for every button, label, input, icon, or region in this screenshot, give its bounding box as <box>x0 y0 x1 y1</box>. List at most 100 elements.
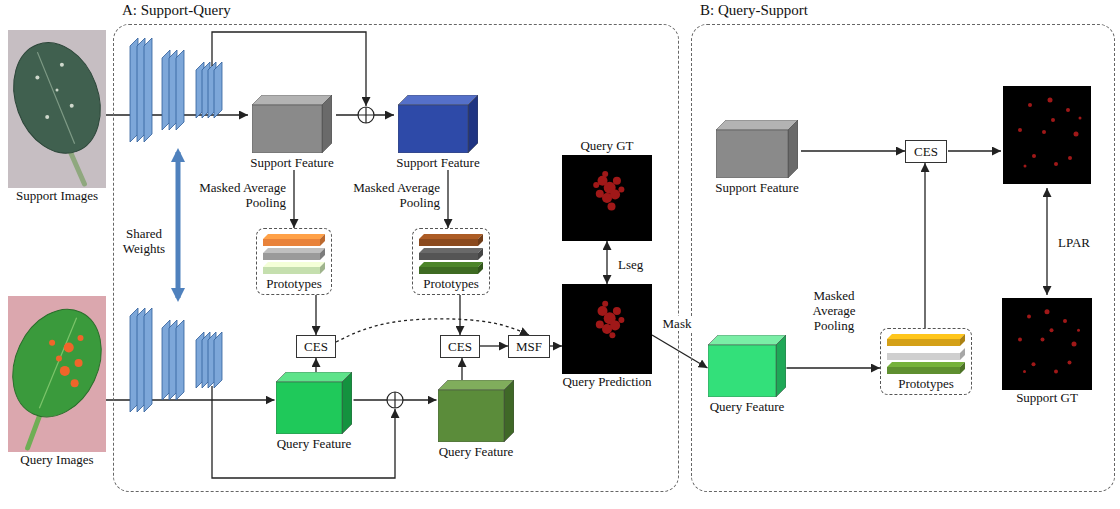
annotation-box: LPAR <box>1056 233 1106 251</box>
arrow-connector <box>787 367 881 368</box>
prototype-vector <box>419 253 478 260</box>
encoder-layer <box>176 50 184 130</box>
mask-spot <box>1051 118 1055 122</box>
mask-image <box>1003 86 1091 184</box>
arrow-connector <box>315 295 316 335</box>
mask-spot <box>1074 132 1079 137</box>
sum-symbol <box>358 107 374 123</box>
mask-spot <box>593 182 599 188</box>
mask-spot <box>1042 130 1046 134</box>
cube-front <box>252 105 322 153</box>
panel-title: A: Support-Query <box>122 2 231 19</box>
skip-connection <box>212 32 366 106</box>
prototype-top <box>263 248 325 253</box>
mask-spot <box>1041 337 1045 341</box>
panel: A: Support-QuerySupport FeatureSupport F… <box>113 24 679 492</box>
feature-label: Support Feature <box>713 180 801 195</box>
leaf <box>8 296 106 431</box>
prototype-vector <box>419 239 478 246</box>
image-caption: Support Images <box>8 188 106 203</box>
prototype-side <box>320 248 325 260</box>
leaf-spot <box>64 342 74 352</box>
leaf-vein <box>39 318 76 408</box>
arrow-connector <box>315 358 316 372</box>
leaf-spot <box>45 115 49 119</box>
feature-label: Query Feature <box>708 399 787 414</box>
encoder-layer <box>214 62 222 118</box>
mask-spot <box>1077 329 1080 332</box>
cube-top <box>708 335 786 345</box>
annotation-label: LPAR <box>1056 235 1092 250</box>
prototype-side <box>320 262 325 274</box>
sum-symbol <box>387 392 403 408</box>
cube-top <box>276 372 352 382</box>
cube-side <box>342 372 352 434</box>
feature-cube-drawing <box>252 95 332 153</box>
mask-spot <box>1024 165 1027 168</box>
encoder-stack <box>130 308 222 412</box>
arrow-connector <box>801 150 905 151</box>
mask-spot <box>1045 309 1050 314</box>
edge-label-box: Masked Average Pooling <box>796 288 872 334</box>
arrow-connector <box>550 345 562 346</box>
feature-cube: Support Feature <box>394 95 482 170</box>
picture <box>562 155 652 241</box>
cube-side <box>788 120 798 178</box>
feature-cube-drawing <box>708 335 786 397</box>
mask-spot <box>1066 108 1070 112</box>
leaf-spot <box>70 104 74 108</box>
image-node: Support Images <box>8 30 106 203</box>
loss-arrow <box>1046 188 1047 295</box>
prototype-vector <box>419 267 478 274</box>
mask-spot <box>613 307 621 315</box>
annotation-box: Shared Weights <box>114 226 174 257</box>
mask-background <box>562 284 652 374</box>
image-caption: Query Prediction <box>562 374 652 389</box>
mask-spot <box>1023 370 1026 373</box>
picture <box>8 30 106 188</box>
mask-spot <box>1032 154 1036 158</box>
picture <box>1002 298 1092 390</box>
leaf-spot <box>49 340 55 346</box>
cube-side <box>776 335 786 397</box>
edge-label: Masked Average Pooling <box>796 288 872 333</box>
cube-top <box>438 380 514 390</box>
arrow-connector <box>606 241 607 284</box>
edge-label-box: Lseg <box>616 255 656 273</box>
prototype-side <box>478 248 483 260</box>
leaf-vein <box>37 52 74 144</box>
feature-cube-drawing <box>276 372 352 434</box>
edge-label: Masked Average Pooling <box>348 180 442 210</box>
mask-spot <box>1072 342 1077 347</box>
prototype-side <box>960 348 965 360</box>
mask-spot <box>1018 128 1022 132</box>
prototype-box: Prototypes <box>880 328 972 395</box>
module-label: CES <box>445 339 475 354</box>
feature-cube: Query Feature <box>708 335 787 414</box>
prototype-top <box>887 334 965 339</box>
feature-cube: Support Feature <box>248 95 336 170</box>
image-caption: Support GT <box>1002 390 1092 405</box>
mask-node: Support GT <box>1002 298 1092 405</box>
module-label: MSF <box>513 339 545 354</box>
prototype-label: Prototypes <box>419 276 483 291</box>
mask-spot <box>1027 314 1031 318</box>
cube-side <box>322 95 332 153</box>
edge-label-box: Masked Average Pooling <box>194 180 288 211</box>
feature-cube: Query Feature <box>275 372 354 451</box>
feature-cube: Support Feature <box>713 120 801 195</box>
encoder-layer <box>144 38 152 142</box>
mask-spot <box>610 320 620 330</box>
arrow-connector <box>293 170 294 228</box>
cube-top <box>398 95 478 105</box>
mask-spot <box>1028 103 1032 107</box>
mask-spot <box>1054 370 1058 374</box>
mask-spot <box>1068 156 1072 160</box>
feature-cube-drawing <box>398 95 478 153</box>
mask-background <box>562 155 652 241</box>
cube-front <box>438 390 504 442</box>
mask-spot <box>596 321 604 329</box>
mask-spot <box>608 203 616 211</box>
arrow-connector <box>924 163 925 328</box>
